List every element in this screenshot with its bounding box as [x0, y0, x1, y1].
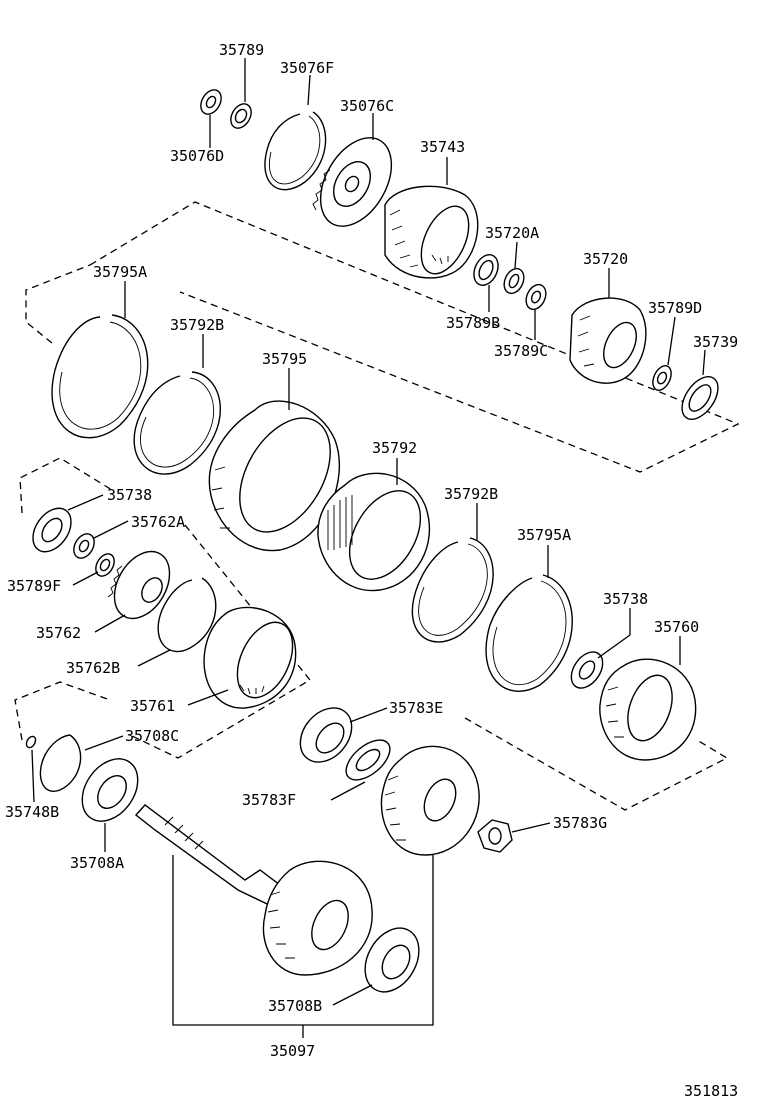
- label-35795A-upper: 35795A: [93, 263, 147, 281]
- subassembly-outline-lower: [14, 681, 111, 741]
- bearing-35738-right: [570, 651, 604, 689]
- nut-35783G: [477, 819, 513, 853]
- drum-35761: [203, 606, 297, 709]
- label-35795: 35795: [262, 350, 307, 368]
- label-35720A: 35720A: [485, 224, 539, 242]
- label-35792: 35792: [372, 439, 417, 457]
- snap-ring-35792B-lower: [411, 537, 494, 643]
- drum-35760: [599, 658, 697, 761]
- subassembly-outline-upper: [25, 201, 740, 473]
- label-35748B: 35748B: [5, 803, 59, 821]
- gear-35076C: [312, 137, 393, 227]
- label-35783G: 35783G: [553, 814, 607, 832]
- label-35720: 35720: [583, 250, 628, 268]
- subassembly-outline-middle: [19, 457, 729, 811]
- label-35076D: 35076D: [170, 147, 224, 165]
- label-35076C: 35076C: [340, 97, 394, 115]
- label-35739: 35739: [693, 333, 738, 351]
- label-35738-left: 35738: [107, 486, 152, 504]
- bearing-35720A: [503, 267, 525, 295]
- shaft-35097: [134, 804, 373, 976]
- gear-output: [380, 745, 480, 856]
- bearing-35708B: [364, 927, 420, 993]
- label-35783E: 35783E: [389, 699, 443, 717]
- washer-35789B: [473, 254, 499, 286]
- washer-35789C: [525, 283, 547, 311]
- label-35762A: 35762A: [131, 513, 185, 531]
- leader-lines: [31, 58, 706, 1006]
- washer-35789D: [652, 365, 672, 391]
- label-35795A-lower: 35795A: [517, 526, 571, 544]
- clutch-drum-35795: [208, 400, 340, 552]
- carrier-35720: [569, 297, 647, 384]
- gear-35762: [107, 550, 171, 620]
- bearing-35738-left: [32, 507, 72, 553]
- bearing-35783E: [299, 707, 353, 763]
- washer-35789: [230, 103, 252, 129]
- snap-ring-35708C: [39, 734, 82, 792]
- label-35789: 35789: [219, 41, 264, 59]
- label-35708A: 35708A: [70, 854, 124, 872]
- washer-35789F: [95, 553, 115, 577]
- label-35708B: 35708B: [268, 997, 322, 1015]
- label-35792B-upper: 35792B: [170, 316, 224, 334]
- snap-ring-35795A-lower: [485, 574, 573, 692]
- snap-ring-35076F: [264, 111, 327, 191]
- ring-35748B: [25, 735, 37, 749]
- label-35792B-lower: 35792B: [444, 485, 498, 503]
- bearing-35762A: [73, 533, 95, 559]
- bearing-35076D: [200, 89, 222, 115]
- bearing-35708A: [81, 758, 139, 822]
- snap-ring-35795A-upper: [51, 314, 149, 439]
- label-35762: 35762: [36, 624, 81, 642]
- snap-ring-35792B-upper: [133, 371, 222, 475]
- bearing-35739: [681, 376, 719, 420]
- part-labels: 35789 35076F 35076C 35076D 35743 35720A …: [5, 41, 738, 1100]
- label-35760: 35760: [654, 618, 699, 636]
- label-35789F: 35789F: [7, 577, 61, 595]
- label-35738-right: 35738: [603, 590, 648, 608]
- label-35743: 35743: [420, 138, 465, 156]
- diagram-code: 351813: [684, 1082, 738, 1100]
- label-35708C: 35708C: [125, 727, 179, 745]
- label-35076F: 35076F: [280, 59, 334, 77]
- label-35097: 35097: [270, 1042, 315, 1060]
- label-35789C: 35789C: [494, 342, 548, 360]
- label-35761: 35761: [130, 697, 175, 715]
- clutch-pack-35792: [317, 472, 431, 592]
- drum-35743: [384, 185, 479, 279]
- label-35762B: 35762B: [66, 659, 120, 677]
- bearing-35783F: [345, 739, 391, 781]
- label-35789D: 35789D: [648, 299, 702, 317]
- label-35789B: 35789B: [446, 314, 500, 332]
- label-35783F: 35783F: [242, 791, 296, 809]
